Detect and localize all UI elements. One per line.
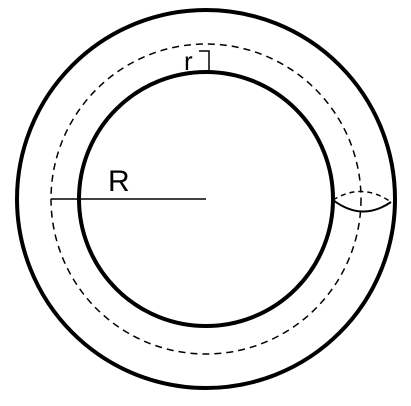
minor-radius-label: r bbox=[184, 46, 193, 76]
major-radius-label: R bbox=[108, 165, 130, 198]
minor-radius-bracket bbox=[199, 50, 210, 73]
cross-section-back bbox=[332, 190, 392, 203]
cross-section-front bbox=[332, 199, 392, 213]
outer-circle bbox=[15, 8, 397, 390]
